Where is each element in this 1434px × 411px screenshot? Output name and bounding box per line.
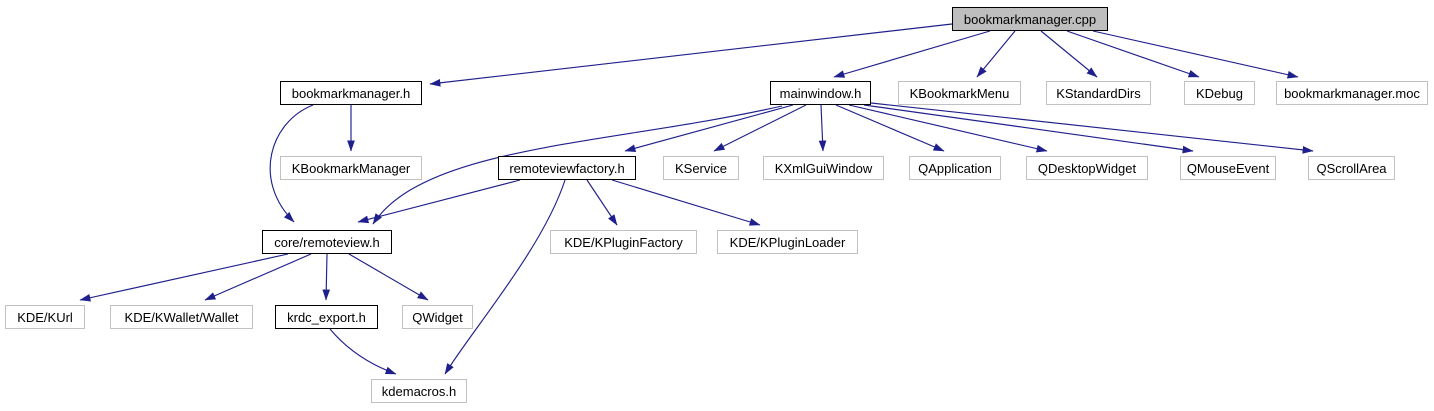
node-qapplication: QApplication [909,156,1001,180]
node-kde-kwallet-wallet: KDE/KWallet/Wallet [110,305,253,329]
node-qwidget: QWidget [402,305,473,329]
node-kservice: KService [663,156,739,180]
edge-remoteviewfactory-to-kdemacros [444,179,566,375]
edge-mainwindow-to-kxmlguiwindow [818,104,827,152]
node-kdemacros-h: kdemacros.h [371,379,467,403]
node-krdc-export-h[interactable]: krdc_export.h [275,305,378,329]
node-kdebug: KDebug [1184,81,1255,105]
edge-remoteview-to-krdcexport [322,253,331,301]
edge-remoteview-to-kwallet [204,253,312,301]
edge-bmcpp-to-bmmoc [1092,30,1299,79]
node-bookmarkmanager-h[interactable]: bookmarkmanager.h [280,81,422,105]
edge-bmcpp-to-kbookmarkmenu [976,30,1016,78]
node-qscrollarea: QScrollArea [1308,156,1395,180]
edge-mainwindow-to-kservice [713,104,807,152]
node-kstandarddirs: KStandardDirs [1046,81,1151,105]
node-bookmarkmanager-moc: bookmarkmanager.moc [1276,81,1428,105]
node-kde-kpluginfactory: KDE/KPluginFactory [550,230,697,254]
edge-bmcpp-to-kstandarddirs [1040,30,1098,78]
edge-remoteviewfactory-to-kpluginloader [611,179,761,226]
node-mainwindow-h[interactable]: mainwindow.h [770,81,871,105]
node-qmouseevent: QMouseEvent [1180,156,1276,180]
edge-mainwindow-to-qapplication [835,104,945,152]
edge-remoteview-to-kurl [79,253,289,302]
node-bookmarkmanager-cpp: bookmarkmanager.cpp [952,7,1108,31]
node-remoteviewfactory-h[interactable]: remoteviewfactory.h [498,156,636,180]
edge-bmcpp-to-kdebug [1066,30,1200,78]
edge-bmcpp-to-bmh [429,23,953,87]
node-kde-kurl: KDE/KUrl [5,305,85,329]
edge-mainwindow-to-qmouseevent [863,104,1194,154]
edge-mainwindow-to-remoteviewfactory [624,104,794,152]
node-kde-kpluginloader: KDE/KPluginLoader [717,230,858,254]
edge-remoteviewfactory-to-kpluginfactory [586,179,618,226]
node-qdesktopwidget: QDesktopWidget [1026,156,1148,180]
node-kxmlguiwindow: KXmlGuiWindow [763,156,884,180]
node-core-remoteview-h[interactable]: core/remoteview.h [262,230,392,254]
edge-bmcpp-to-mainwindow [833,30,991,78]
edge-bmh-to-remoteview [269,104,314,223]
edge-remoteview-to-qwidget [348,253,429,301]
edge-remoteviewfactory-to-remoteview [357,179,521,224]
edge-krdcexport-to-kdemacros [329,328,397,375]
edge-mainwindow-to-remoteview [372,105,783,225]
node-kbookmarkmenu: KBookmarkMenu [898,81,1021,105]
edge-mainwindow-to-qscrollarea [870,102,1314,154]
node-kbookmarkmanager: KBookmarkManager [280,156,422,180]
edge-mainwindow-to-qdesktopwidget [848,104,1048,153]
